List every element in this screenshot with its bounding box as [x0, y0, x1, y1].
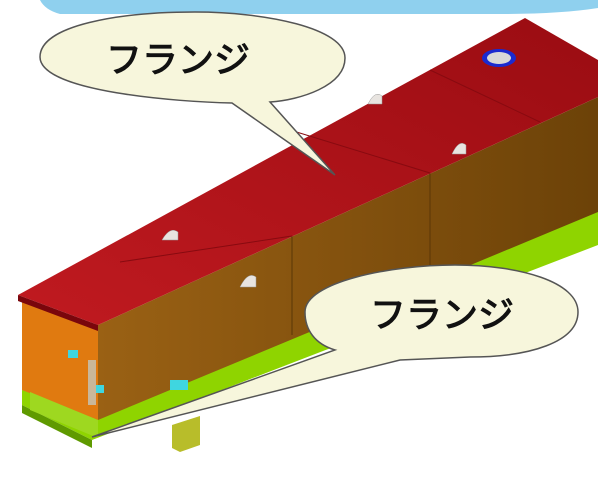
top-flange-edge	[18, 295, 98, 331]
flange-seam-1	[119, 235, 293, 263]
inner-bottom	[30, 392, 98, 438]
top-flange	[18, 18, 598, 325]
manhole-icon	[482, 49, 516, 67]
flange-seam-3	[429, 69, 541, 123]
stiffener-plate-icon	[161, 230, 179, 241]
bottom-flange-edge	[22, 405, 92, 448]
top-banner	[40, 0, 598, 14]
flange-seam-2	[289, 129, 431, 174]
lower-callout: フランジ	[91, 264, 579, 438]
cyan-part-2	[170, 380, 188, 390]
side-web	[98, 97, 598, 420]
stiffener-plate-icon	[367, 94, 383, 105]
lower-callout-label: フランジ	[370, 295, 514, 336]
stiffener-plate-icon	[451, 143, 467, 155]
cyan-part-1	[68, 350, 78, 358]
bottom-bracket	[172, 416, 200, 452]
stiffener-plate-icon	[239, 275, 257, 288]
cyan-part-3	[96, 385, 104, 393]
upper-callout-label: フランジ	[106, 40, 250, 81]
inner-member	[88, 360, 96, 405]
end-plate	[22, 300, 98, 420]
upper-callout: フランジ	[39, 11, 346, 176]
